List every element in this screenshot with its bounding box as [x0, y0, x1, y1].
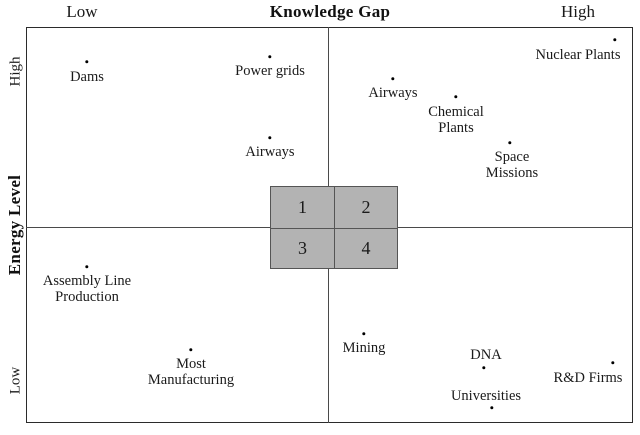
x-axis-low-label: Low	[66, 2, 98, 21]
data-point-label: Airways	[368, 85, 418, 101]
data-point-dot	[189, 348, 193, 352]
data-point-dot	[490, 406, 494, 410]
data-point-label: Dams	[70, 69, 104, 85]
x-axis-high-label: High	[561, 2, 595, 21]
data-point-dot	[482, 366, 486, 370]
data-point-dot	[454, 95, 458, 99]
data-point-label: Chemical Plants	[428, 104, 484, 136]
data-point-dot	[85, 265, 89, 269]
quadrant-cell-1[interactable]: 1	[271, 187, 334, 228]
data-point-dot	[268, 55, 272, 59]
y-axis-high-label: High	[7, 56, 24, 87]
data-point-dot	[508, 141, 512, 145]
data-point-dot	[611, 361, 615, 365]
quadrant-cell-3[interactable]: 3	[271, 227, 334, 268]
data-point-label: Power grids	[235, 63, 305, 79]
data-point-dot	[391, 77, 395, 81]
y-axis-title: Energy Level	[5, 174, 24, 276]
quadrant-cell-4[interactable]: 4	[334, 227, 397, 268]
data-point-dot	[85, 60, 89, 64]
quadrant-key: 1 2 3 4	[270, 186, 398, 269]
data-point-label: DNA	[470, 347, 502, 363]
data-point-label: Assembly Line Production	[42, 273, 132, 305]
y-axis-low-label: Low	[7, 366, 24, 395]
data-point-label: Universities	[450, 388, 522, 404]
data-point-label: Most Manufacturing	[147, 356, 235, 388]
data-point-label: Mining	[342, 340, 386, 356]
quadrant-cell-2[interactable]: 2	[334, 187, 397, 228]
data-point-label: R&D Firms	[553, 370, 623, 386]
data-point-dot	[268, 136, 272, 140]
data-point-label: Space Missions	[485, 149, 539, 181]
data-point-dot	[362, 332, 366, 336]
data-point-dot	[613, 38, 617, 42]
data-point-label: Airways	[245, 144, 295, 160]
data-point-label: Nuclear Plants	[535, 47, 621, 63]
chart-title: Knowledge Gap	[269, 2, 391, 21]
